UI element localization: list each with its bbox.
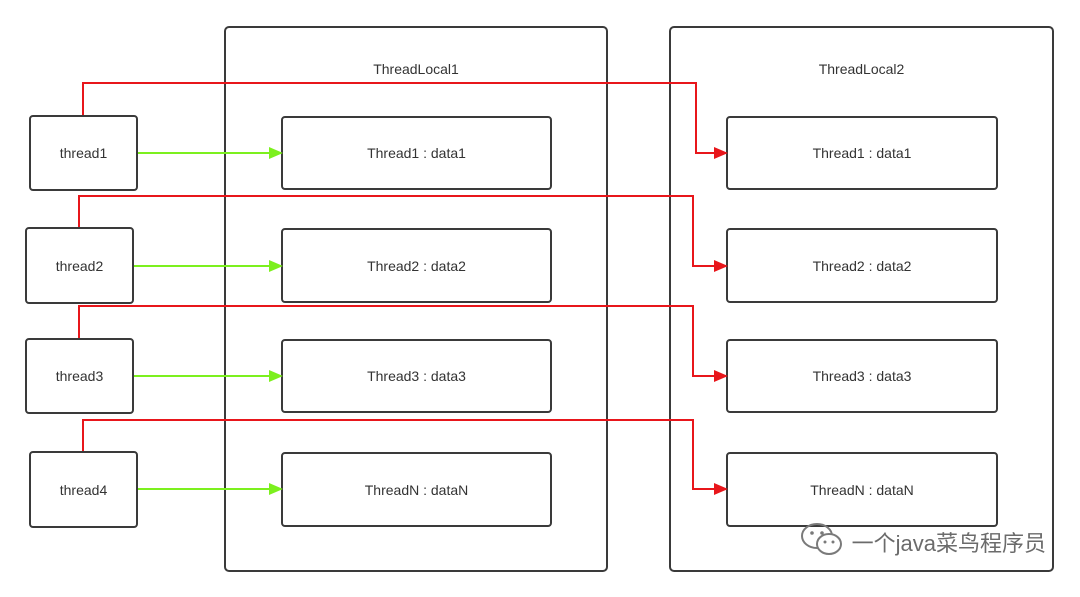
local1-entry-2: Thread2 : data2 bbox=[281, 228, 552, 303]
local2-entry-2: Thread2 : data2 bbox=[726, 228, 998, 303]
panel-title: ThreadLocal1 bbox=[373, 61, 459, 77]
thread-box-2: thread2 bbox=[25, 227, 134, 304]
local2-entry-3: Thread3 : data3 bbox=[726, 339, 998, 413]
thread-box-4: thread4 bbox=[29, 451, 138, 528]
local2-entry-1: Thread1 : data1 bbox=[726, 116, 998, 190]
panel-title: ThreadLocal2 bbox=[818, 61, 905, 77]
thread-box-1: thread1 bbox=[29, 115, 138, 191]
local2-entry-n: ThreadN : dataN bbox=[726, 452, 998, 527]
local1-entry-n: ThreadN : dataN bbox=[281, 452, 552, 527]
wechat-icon bbox=[800, 521, 844, 563]
watermark-text: 一个java菜鸟程序员 bbox=[851, 531, 1046, 556]
local1-entry-1: Thread1 : data1 bbox=[281, 116, 552, 190]
thread-box-3: thread3 bbox=[25, 338, 134, 414]
local1-entry-3: Thread3 : data3 bbox=[281, 339, 552, 413]
watermark: 一个java菜鸟程序员 bbox=[800, 521, 1046, 563]
